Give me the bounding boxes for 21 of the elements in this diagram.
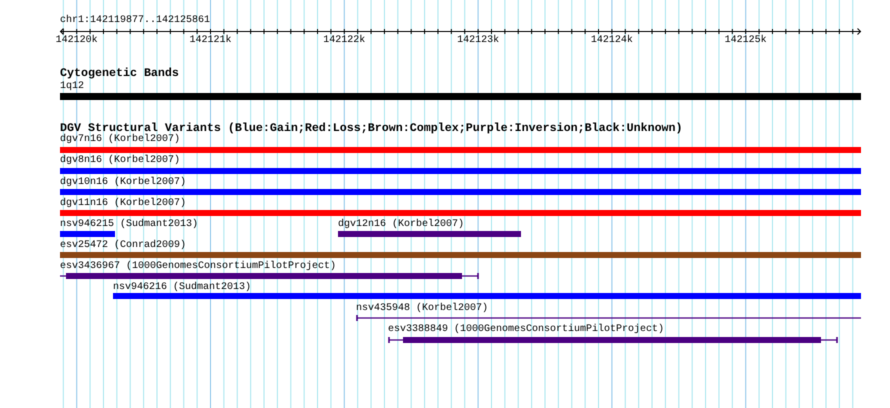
feature-label: esv3388849 (1000GenomesConsortiumPilotProject) [388,325,664,336]
track-title: Cytogenetic Bands [60,67,179,79]
feature-label: dgv7n16 (Korbel2007) [60,135,180,146]
feature-label: nsv435948 (Korbel2007) [356,304,488,314]
tick-label: 142123k [457,36,500,46]
tick-label: 142124k [590,36,633,46]
tick-label: 142122k [323,36,366,46]
feature-label: esv25472 (Conrad2009) [60,240,186,251]
feature-label: 1q12 [60,82,84,92]
feature-label: nsv946215 (Sudmant2013) [60,220,198,230]
tick-label: 142125k [724,36,767,46]
feature-label: dgv12n16 (Korbel2007) [338,220,464,230]
tick-label: 142121k [190,36,232,46]
feature-label: dgv11n16 (Korbel2007) [60,198,186,209]
feature-label: dgv10n16 (Korbel2007) [60,178,186,188]
feature-label: nsv946216 (Sudmant2013) [113,283,252,293]
track-title: DGV Structural Variants (Blue:Gain;Red:Loss;Brown:Complex;Purple:Inversion;Black:Unknown) [60,122,683,134]
feature-label: dgv8n16 (Korbel2007) [60,156,180,166]
tick-label: 142120k [56,36,98,46]
feature-label: esv3436967 (1000GenomesConsortiumPilotProject) [60,262,336,272]
locus-label: chr1:142119877..142125861 [60,16,210,26]
